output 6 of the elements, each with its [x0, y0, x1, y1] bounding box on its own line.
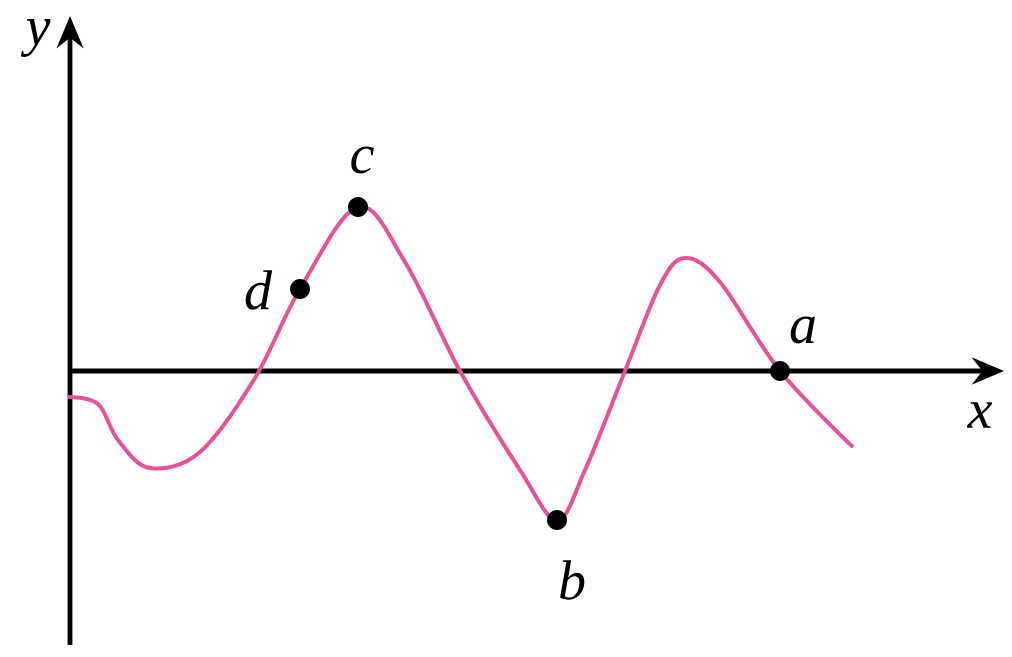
point-label: a: [790, 316, 815, 344]
axis-label: y: [20, 19, 51, 57]
point-label: c: [351, 146, 374, 174]
point-label: d: [245, 270, 273, 310]
point-label: b: [560, 560, 585, 600]
axis-label: x: [966, 402, 993, 428]
